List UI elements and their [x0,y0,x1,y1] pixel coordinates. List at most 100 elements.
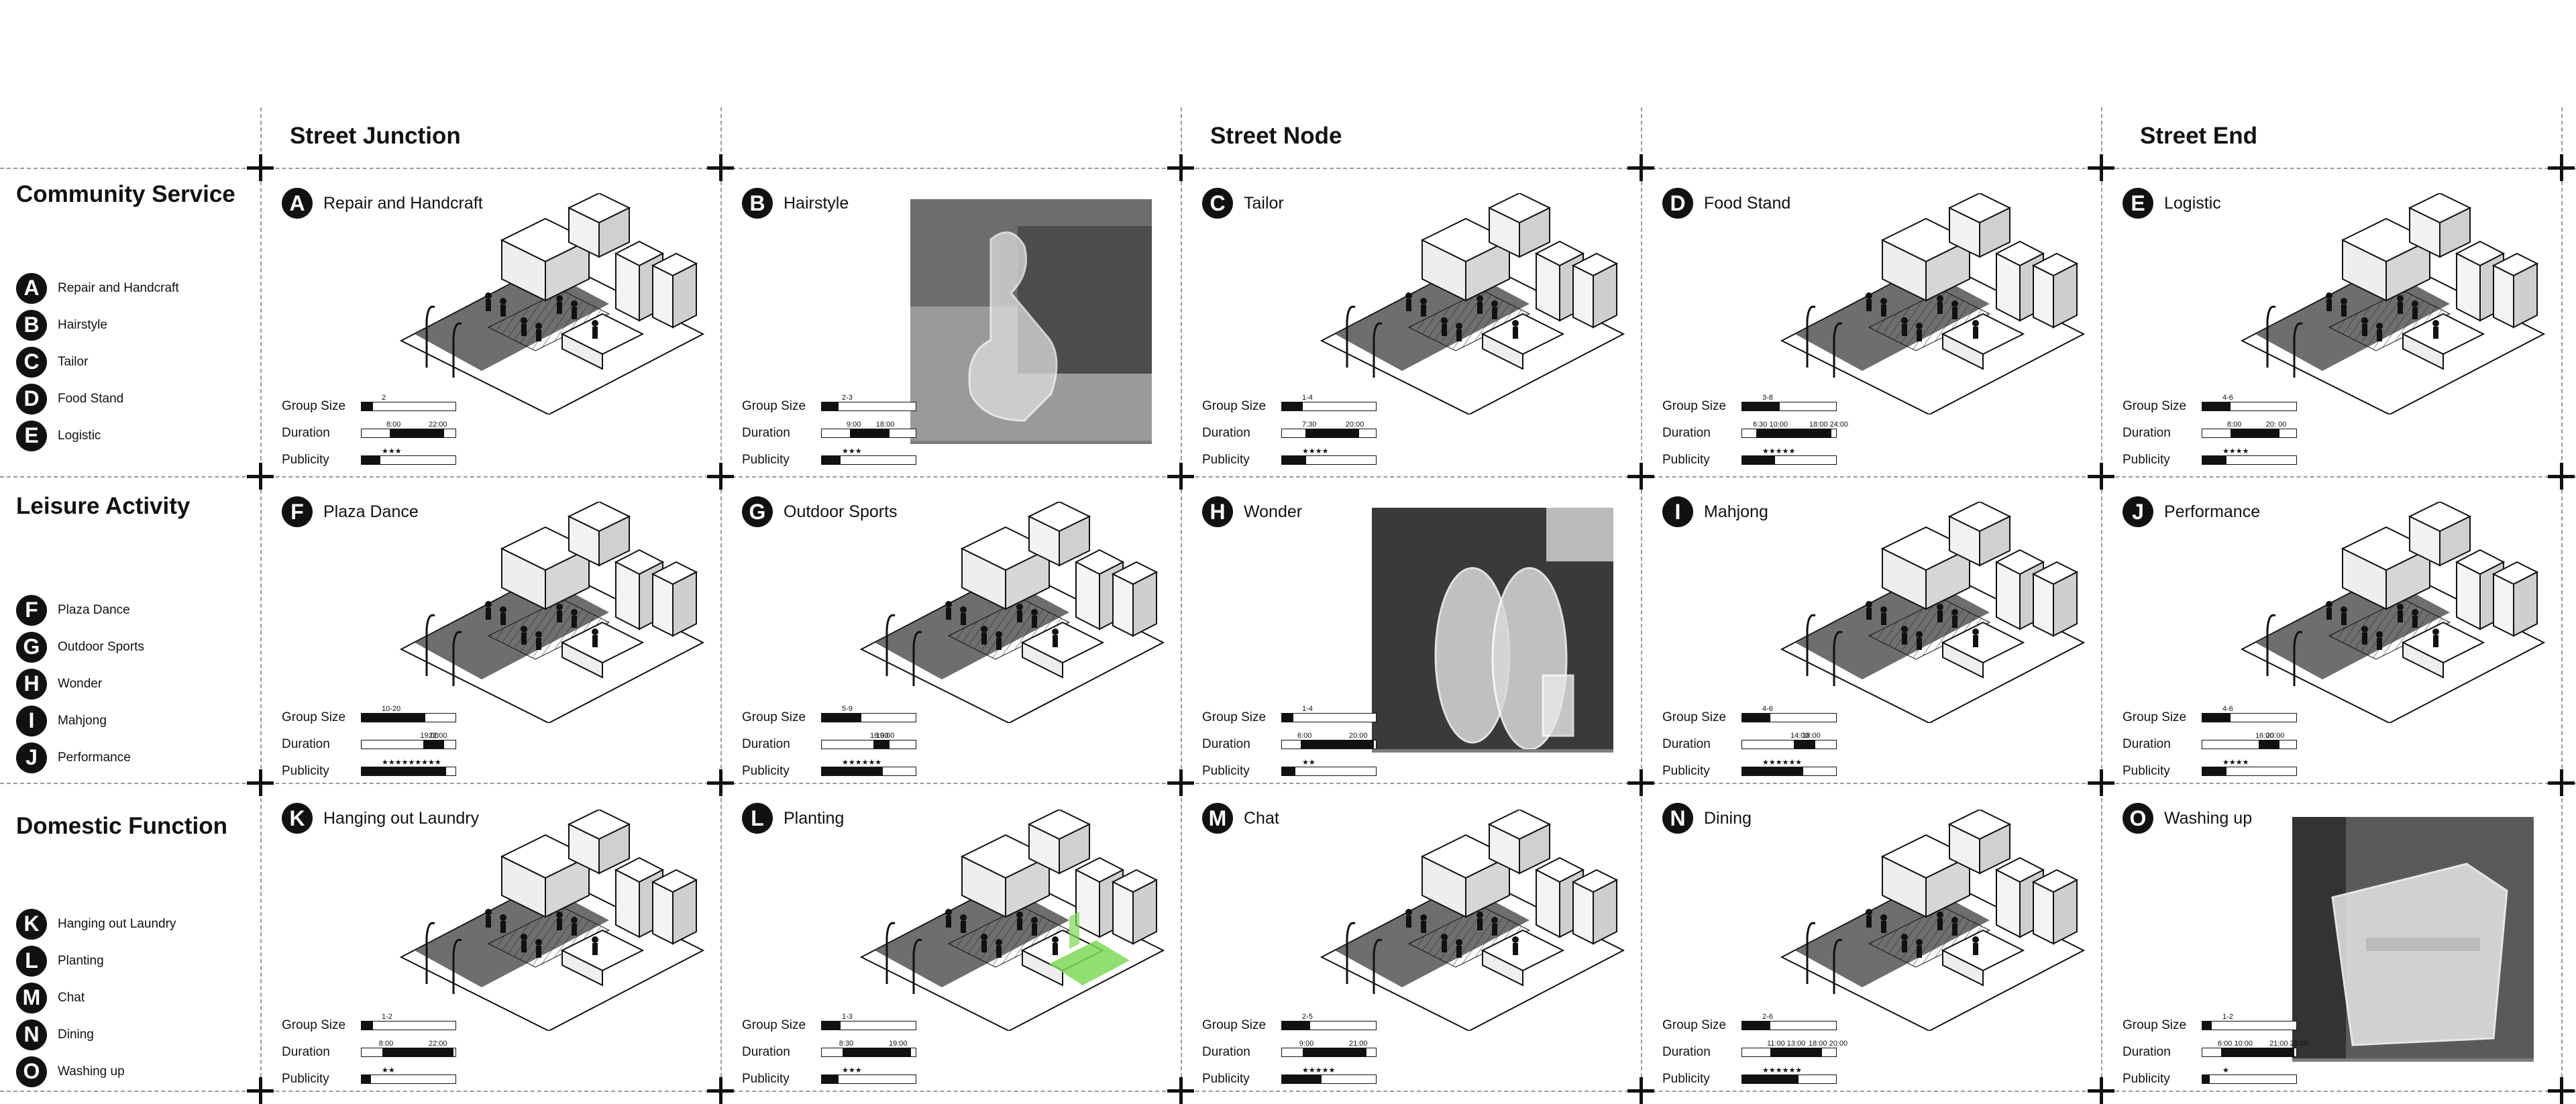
letter-badge: O [2123,803,2153,834]
activity-name: Logistic [2164,193,2221,213]
duration-fill [873,740,890,749]
publicity-row: Publicity ★★★★★★ [1662,1066,1837,1093]
cell-title: K Hanging out Laundry [282,803,479,834]
crosshair-marker [247,769,274,796]
group-size-bar: 4-6 [2202,394,2297,411]
duration-start: 19:00 [420,732,439,740]
publicity-bar: ★★★ [821,1066,916,1084]
activity-photo [1370,506,1615,755]
metric-label: Duration [1202,1045,1250,1059]
duration-start: 11:00 13:00 [1767,1040,1806,1048]
group-size-value: 1-2 [382,1013,392,1021]
duration-end: 18:00 24:00 [1809,421,1849,429]
letter-badge: I [16,705,47,736]
metric-label: Group Size [282,710,346,724]
group-size-row: Group Size 4-6 [1662,704,1837,731]
metric-label: Publicity [2123,1072,2170,1086]
letter-badge: L [742,803,773,834]
group-size-fill [1742,1022,1770,1030]
publicity-fill [2202,1075,2210,1083]
activity-cell-a: A Repair and Handcraft Group Size 2 Dura… [260,168,719,475]
duration-end: 21:00 [1349,1040,1368,1048]
duration-bar: 7:30 20:00 [1281,421,1377,438]
group-size-value: 10-20 [382,705,401,713]
legend-label: Repair and Handcraft [58,280,179,295]
activity-name: Hairstyle [784,193,849,213]
duration-end: 19:00 [875,732,895,740]
crosshair-marker [2088,463,2114,490]
cell-title: J Performance [2123,496,2260,527]
duration-fill [390,429,445,437]
duration-start: 14:00 [1790,732,1809,740]
metric-label: Group Size [742,1018,806,1032]
activity-name: Wonder [1244,502,1303,521]
metric-label: Duration [1202,737,1250,751]
metric-label: Publicity [1202,764,1250,778]
metric-label: Group Size [1662,399,1727,413]
duration-bar: 8:00 20: 00 [2202,421,2297,438]
letter-badge: D [16,383,47,415]
metric-label: Duration [2123,426,2171,440]
duration-start: 6:00 10:00 [2218,1040,2253,1048]
publicity-row: Publicity ★★ [1202,758,1377,785]
duration-fill [1794,740,1816,749]
group-size-row: Group Size 1-4 [1202,393,1377,420]
activity-name: Tailor [1244,193,1284,213]
group-size-bar: 5-9 [821,705,916,722]
duration-fill [1756,429,1831,437]
axonometric-drawing [848,500,1170,726]
row-title: Domestic Function [16,813,228,839]
group-size-value: 1-3 [842,1013,853,1021]
group-size-row: Group Size 2 [282,393,456,420]
group-size-fill [822,714,861,722]
grid-divider [0,476,2576,478]
metric-label: Group Size [742,399,806,413]
metrics-panel: Group Size 2-6 Duration 11:00 13:00 18:0… [1662,1012,1847,1093]
cell-title: L Planting [742,803,844,834]
publicity-fill [822,456,841,464]
publicity-row: Publicity ★★★ [742,447,916,474]
duration-fill [2259,740,2279,749]
metric-label: Duration [1662,426,1711,440]
duration-fill [382,1048,454,1056]
publicity-fill [362,456,380,464]
duration-row: Duration 19:00 22:00 [282,731,456,758]
grid-divider [0,1091,2576,1092]
group-size-bar: 2 [361,394,456,411]
letter-badge: G [742,496,773,527]
duration-row: Duration 16:00 19:00 [742,731,916,758]
publicity-stars: ★★★★ [2222,447,2249,455]
publicity-stars: ★★★★★★★★★ [382,759,441,767]
group-size-bar: 1-2 [2202,1013,2297,1030]
metrics-panel: Group Size 1-3 Duration 8:30 19:00 [742,1012,916,1093]
group-size-bar: 2-3 [821,394,916,411]
crosshair-marker [1167,1077,1194,1104]
duration-end: 20:00 [1345,421,1364,429]
group-size-row: Group Size 2-5 [1202,1012,1377,1039]
duration-fill [2221,1048,2295,1056]
metric-label: Publicity [742,764,790,778]
duration-end: 20:00 [2265,732,2285,740]
group-size-fill [362,1022,373,1030]
metric-label: Group Size [2123,1018,2187,1032]
publicity-fill [822,767,883,775]
duration-start: 8:00 [386,421,401,429]
metric-label: Publicity [2123,453,2170,467]
duration-end: 22:00 [429,421,447,429]
group-size-value: 2-5 [1302,1013,1313,1021]
duration-row: Duration 16:00 20:00 [2123,731,2297,758]
publicity-row: Publicity ★★★★★ [1662,447,1837,474]
crosshair-marker [707,1077,734,1104]
group-size-row: Group Size 1-2 [2123,1012,2297,1039]
crosshair-marker [1167,769,1194,796]
group-size-bar: 1-2 [361,1013,456,1030]
group-size-fill [1742,402,1780,410]
metric-label: Duration [282,426,330,440]
cell-title: I Mahjong [1662,496,1768,527]
group-size-value: 4-6 [2222,394,2233,402]
metric-label: Duration [1662,737,1711,751]
